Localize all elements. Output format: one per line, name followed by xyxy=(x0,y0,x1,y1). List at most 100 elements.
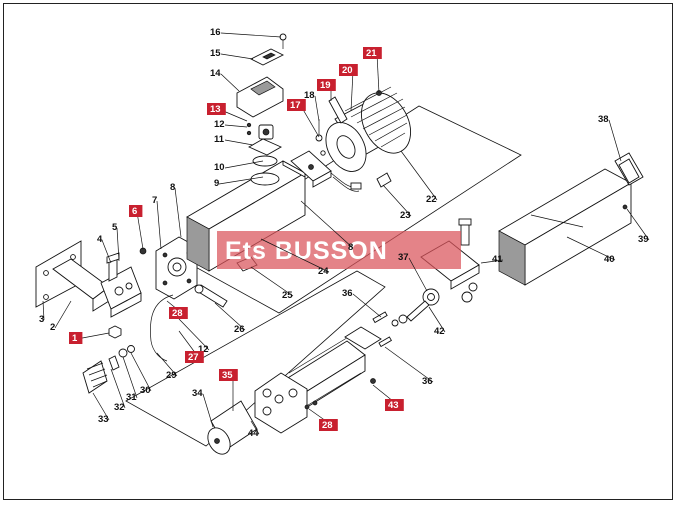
leader-line-18 xyxy=(314,95,320,122)
watermark-text: Ets BUSSON xyxy=(225,237,388,265)
leader-line-38 xyxy=(608,119,622,162)
callout-39: 39 xyxy=(638,234,649,245)
callout-badge-6 xyxy=(129,205,143,217)
leader-line-30 xyxy=(130,352,152,392)
callout-26: 26 xyxy=(234,324,245,335)
leader-line-31 xyxy=(122,356,138,399)
motor-wires xyxy=(330,172,362,192)
callout-31: 31 xyxy=(126,392,137,403)
callout-8: 8 xyxy=(348,242,353,253)
callout-34: 34 xyxy=(192,388,203,399)
leader-line-15 xyxy=(220,53,254,60)
leader-line-5 xyxy=(116,227,120,262)
callout-badge-1 xyxy=(69,332,83,344)
leader-line-44 xyxy=(250,420,260,435)
callout-badge-20 xyxy=(339,64,358,76)
callout-12: 12 xyxy=(198,344,209,355)
callout-16: 16 xyxy=(210,27,221,38)
leader-line-20 xyxy=(350,70,354,112)
release-knob-assembly xyxy=(236,33,287,186)
pump-cap xyxy=(207,400,258,455)
leader-line-9 xyxy=(218,176,264,185)
callout-18: 18 xyxy=(304,90,315,101)
callout-25: 25 xyxy=(282,290,293,301)
callout-2: 2 xyxy=(50,322,55,333)
cable-29 xyxy=(150,294,174,362)
leader-line-8 xyxy=(174,187,182,238)
leader-line-3 xyxy=(42,300,45,321)
rod-end-eye xyxy=(391,288,440,327)
callout-11: 11 xyxy=(214,134,225,145)
leader-line-25 xyxy=(250,266,294,297)
callout-35: 35 xyxy=(222,370,233,381)
callout-23: 23 xyxy=(400,210,411,221)
leader-line-7 xyxy=(156,200,162,250)
callout-13: 13 xyxy=(210,104,221,115)
callout-28: 28 xyxy=(172,308,183,319)
callout-21: 21 xyxy=(366,48,377,59)
callout-badge-28 xyxy=(319,419,338,431)
callout-28: 28 xyxy=(322,420,333,431)
bolt-26 xyxy=(194,284,228,308)
callout-33: 33 xyxy=(98,414,109,425)
callout-37: 37 xyxy=(398,252,409,263)
motor-flange xyxy=(290,150,332,188)
leader-line-10 xyxy=(224,160,264,169)
leader-line-16 xyxy=(220,32,282,38)
callout-36: 36 xyxy=(342,288,353,299)
callout-44: 44 xyxy=(248,428,259,439)
callout-badge-28 xyxy=(169,307,188,319)
callout-1: 1 xyxy=(72,333,78,344)
cylinder-head xyxy=(254,372,318,434)
washer-32 xyxy=(108,355,120,371)
leader-line-36 xyxy=(384,346,434,383)
callout-30: 30 xyxy=(140,385,151,396)
leader-line-33 xyxy=(92,392,110,421)
callout-42: 42 xyxy=(434,326,445,337)
screw-39 xyxy=(622,204,628,210)
screw-18-19 xyxy=(315,96,348,156)
leader-line-26 xyxy=(214,302,246,331)
leader-line-41 xyxy=(480,259,504,264)
callout-5: 5 xyxy=(112,222,118,233)
callout-20: 20 xyxy=(342,65,353,76)
callout-badge-21 xyxy=(363,47,382,59)
leader-line-12 xyxy=(224,124,248,128)
cylinder xyxy=(282,311,393,414)
end-cap-38 xyxy=(614,152,644,186)
leader-line-8 xyxy=(300,200,354,249)
callout-badge-35 xyxy=(219,369,238,381)
callout-badge-27 xyxy=(185,351,204,363)
cylinder-assembly-outline xyxy=(125,270,386,447)
motor xyxy=(325,86,412,172)
callout-badge-13 xyxy=(207,103,226,115)
callout-3: 3 xyxy=(39,314,44,325)
callout-19: 19 xyxy=(320,80,331,91)
callout-12: 12 xyxy=(214,119,225,130)
callout-32: 32 xyxy=(114,402,125,413)
outer-rail xyxy=(498,168,632,286)
clevis-bracket xyxy=(100,252,142,318)
callout-40: 40 xyxy=(604,254,615,265)
callout-8: 8 xyxy=(170,182,175,193)
callout-24: 24 xyxy=(318,266,329,277)
leader-line-21 xyxy=(376,53,380,94)
leader-line-29 xyxy=(156,352,178,377)
watermark: Ets BUSSON xyxy=(217,231,461,269)
callout-badge-43 xyxy=(385,399,404,411)
callout-9: 9 xyxy=(214,178,219,189)
callout-7: 7 xyxy=(152,195,157,206)
callout-14: 14 xyxy=(210,68,221,79)
callout-badge-17 xyxy=(287,99,306,111)
leader-lines xyxy=(42,32,650,435)
callout-43: 43 xyxy=(388,400,399,411)
spring-33 xyxy=(82,360,108,394)
leader-line-17 xyxy=(300,105,320,138)
callout-6: 6 xyxy=(132,206,137,217)
callout-36: 36 xyxy=(422,376,433,387)
callout-27: 27 xyxy=(188,352,199,363)
callout-15: 15 xyxy=(210,48,221,59)
callout-17: 17 xyxy=(290,100,301,111)
leader-line-34 xyxy=(202,393,214,428)
